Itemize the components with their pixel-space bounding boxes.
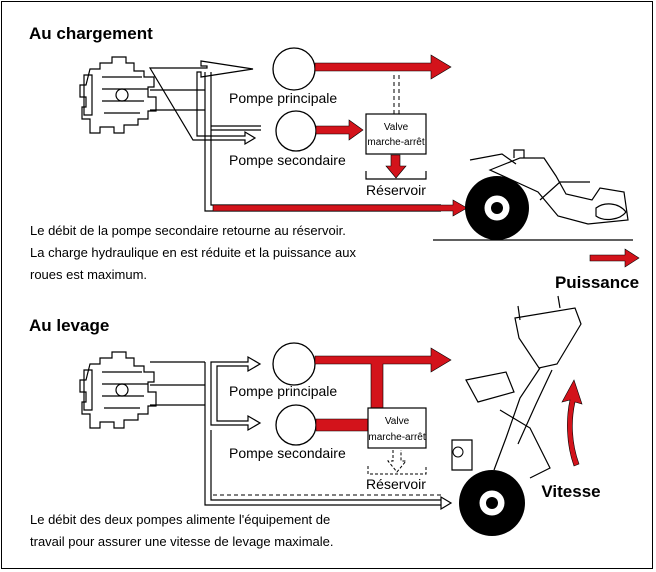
loader-icon <box>451 295 582 536</box>
pump-icon <box>272 342 316 386</box>
flow-arrow-reservoir <box>385 154 407 179</box>
valve-label: Valve <box>385 416 410 427</box>
flow-arrow-reservoir <box>386 450 408 473</box>
pump-icon <box>275 404 317 446</box>
section-title: Au chargement <box>29 24 153 43</box>
loader-icon <box>465 149 629 240</box>
engine-icon <box>79 56 157 134</box>
section-loading: Au chargement Valve marche-arrêt <box>29 24 640 292</box>
flow-line-engine <box>210 355 262 432</box>
result-label: Puissance <box>555 273 639 292</box>
pump-main-label: Pompe principale <box>229 90 337 106</box>
reservoir-icon <box>365 171 427 180</box>
valve-label: marche-arrêt <box>368 432 425 443</box>
valve-box <box>367 407 427 449</box>
pump-icon <box>272 47 316 91</box>
pump-secondary-label: Pompe secondaire <box>229 152 346 168</box>
result-label: Vitesse <box>541 482 600 501</box>
reservoir-label: Réservoir <box>366 476 426 492</box>
arrow-right-icon <box>589 248 640 268</box>
reservoir-label: Réservoir <box>366 182 426 198</box>
description-line: La charge hydraulique en est réduite et … <box>30 245 356 260</box>
flow-arrow-main <box>314 54 452 80</box>
engine-icon <box>79 351 157 429</box>
pump-icon <box>275 110 317 152</box>
valve-label: Valve <box>384 122 409 133</box>
description-line: Le débit des deux pompes alimente l'équi… <box>30 512 330 527</box>
description-line: roues est maximum. <box>30 267 147 282</box>
reservoir-icon <box>367 466 427 475</box>
flow-arrow-secondary <box>315 119 364 141</box>
flow-arrow-wheel <box>212 199 468 217</box>
section-title: Au levage <box>29 316 109 335</box>
section-lifting: Au levage Valve marche-arrêt Réservoir P… <box>29 295 601 549</box>
valve-label: marche-arrêt <box>367 137 424 148</box>
valve-box <box>365 113 427 155</box>
pump-main-label: Pompe principale <box>229 383 337 399</box>
curved-arrow-up-icon <box>561 379 583 467</box>
pump-secondary-label: Pompe secondaire <box>229 445 346 461</box>
flow-line-engine <box>148 60 257 146</box>
flow-arrow-main <box>314 347 452 409</box>
description-line: travail pour assurer une vitesse de leva… <box>30 534 333 549</box>
description-line: Le débit de la pompe secondaire retourne… <box>30 223 346 238</box>
